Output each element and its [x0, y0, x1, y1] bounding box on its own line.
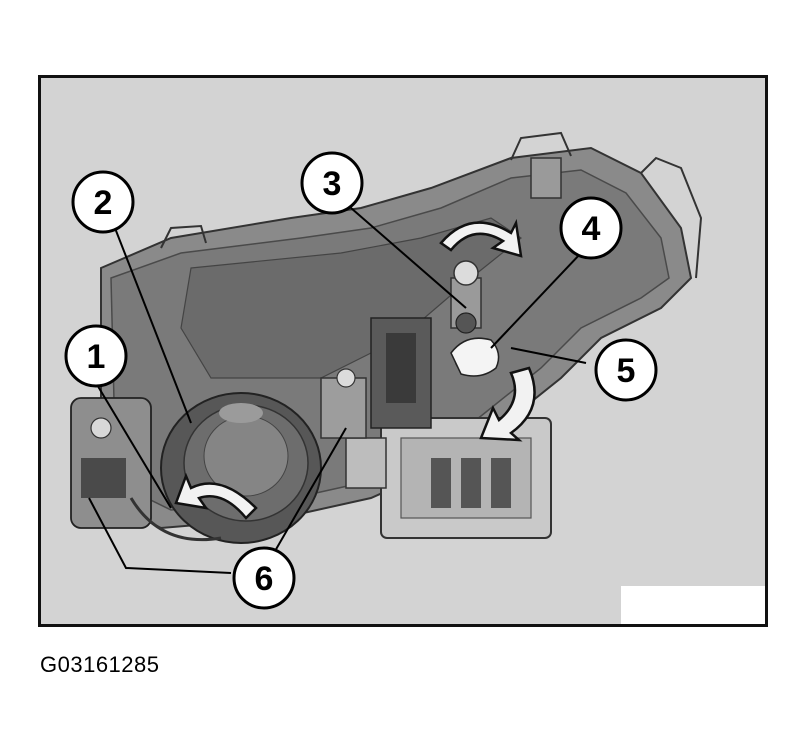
diagram-frame: 1 2 3 4 5 6 [38, 75, 768, 627]
figure-caption: G03161285 [40, 652, 160, 677]
connector-block [345, 417, 552, 539]
rotation-arrow-icon [174, 472, 258, 520]
left-motor [70, 397, 222, 542]
svg-text:1: 1 [87, 338, 106, 376]
callout-2: 2 [71, 170, 135, 234]
svg-text:6: 6 [255, 560, 274, 598]
svg-text:4: 4 [582, 210, 601, 248]
callout-6: 6 [232, 546, 296, 610]
svg-text:5: 5 [617, 352, 636, 390]
headlight-assembly-diagram: 1 2 3 4 5 6 [64, 131, 765, 624]
lamp-dome [160, 392, 322, 544]
callout-3: 3 [300, 151, 364, 215]
rotation-arrow-icon [439, 218, 523, 258]
callout-5: 5 [594, 338, 658, 402]
svg-text:3: 3 [323, 165, 342, 203]
corner-patch [621, 586, 765, 624]
callout-4: 4 [559, 196, 623, 260]
leader-lines [88, 207, 587, 574]
rotation-arrow-icon [479, 366, 536, 442]
adjuster-knob [450, 337, 500, 377]
svg-text:2: 2 [94, 184, 113, 222]
bulb-holder [450, 260, 482, 334]
bracket-center [320, 317, 432, 439]
callout-1: 1 [64, 324, 128, 388]
